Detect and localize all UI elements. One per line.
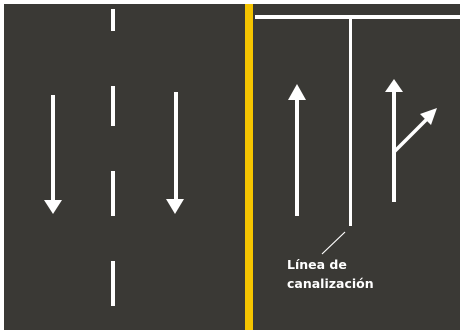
dash-segment (111, 86, 115, 126)
label-line-2: canalización (287, 276, 374, 291)
dashed-lane-divider (111, 9, 115, 306)
channelization-line (349, 17, 352, 226)
label-line-1: Línea de (287, 257, 347, 272)
dash-segment (111, 261, 115, 306)
stop-line (255, 15, 463, 19)
dash-segment (111, 171, 115, 216)
arrow-up-icon (288, 84, 306, 216)
asphalt-left (4, 4, 245, 330)
center-line-yellow (245, 4, 253, 330)
arrow-straight-right-icon (385, 79, 437, 202)
arrow-down-icon (166, 92, 184, 214)
asphalt-right (253, 4, 460, 330)
dash-segment (111, 9, 115, 31)
arrow-down-icon (44, 95, 62, 214)
label-leader-line (321, 231, 346, 255)
